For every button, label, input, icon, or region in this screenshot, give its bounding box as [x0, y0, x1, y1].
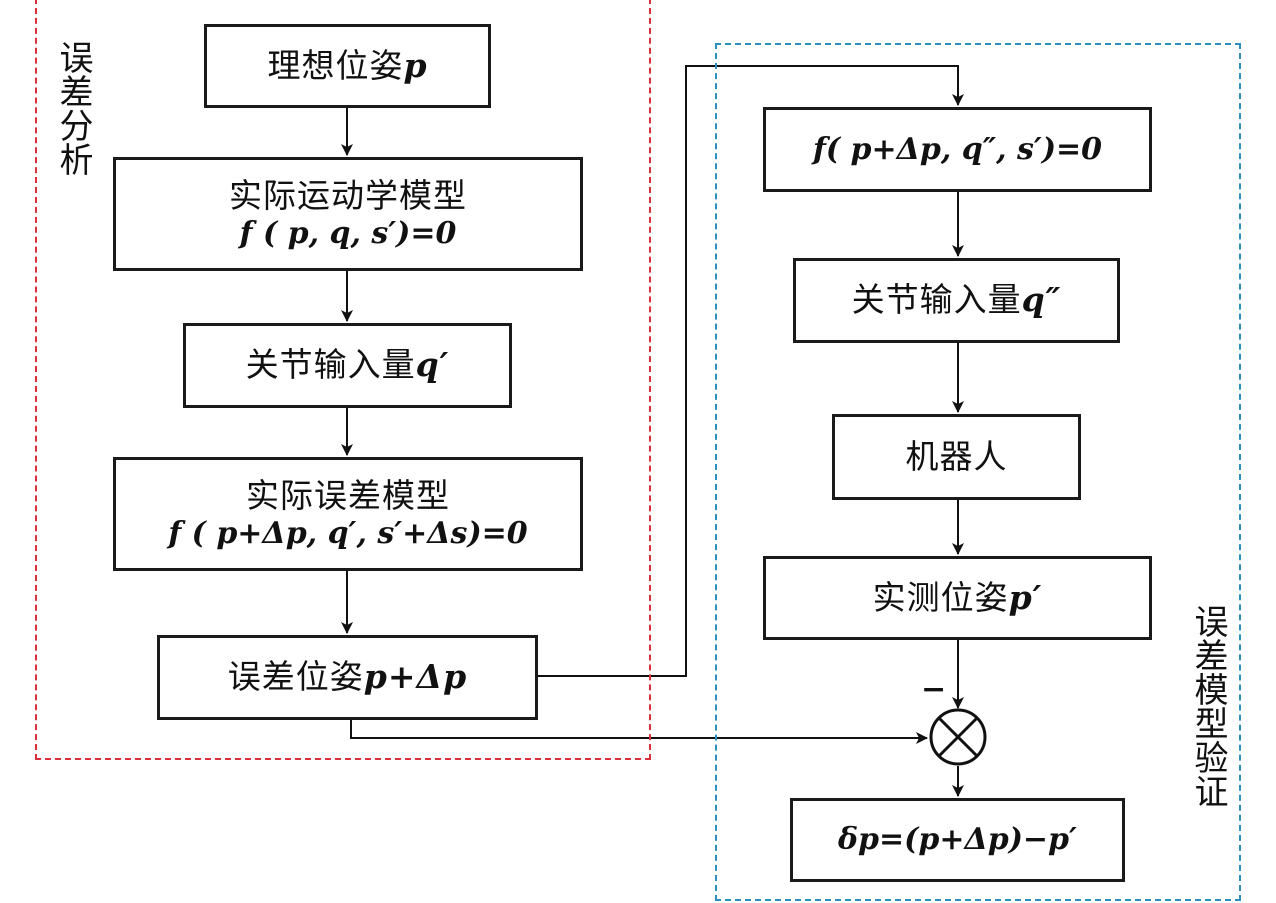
error-pose-symbol: p+Δp [363, 657, 468, 697]
actual-error-model-title: 实际误差模型 [246, 475, 450, 515]
result-formula: δp=(p+Δp)−p′ [838, 822, 1077, 858]
joint-input-box-right: 关节输入量q″ [793, 258, 1120, 343]
robot-text: 机器人 [905, 436, 1008, 476]
error-pose-box: 误差位姿p+Δp [157, 635, 538, 720]
joint-input-text-right: 关节输入量 [851, 280, 1022, 320]
error-model-validation-region [715, 43, 1241, 901]
actual-kinematic-model-title: 实际运动学模型 [229, 175, 467, 215]
actual-error-model-box: 实际误差模型 f ( p+Δp, q′, s′+Δs)=0 [113, 457, 583, 571]
error-model-validation-label: 误差模型验证 [1188, 604, 1228, 808]
joint-input-box-left: 关节输入量q′ [183, 323, 512, 408]
robot-box: 机器人 [832, 414, 1081, 500]
measured-pose-box: 实测位姿p′ [763, 556, 1152, 640]
measured-pose-symbol: p′ [1008, 577, 1043, 617]
actual-error-model-formula: f ( p+Δp, q′, s′+Δs)=0 [168, 515, 528, 551]
error-analysis-label: 误差分析 [53, 40, 93, 176]
error-pose-text: 误差位姿 [227, 657, 364, 697]
validation-equation-formula: f( p+Δp, q″, s′)=0 [812, 131, 1103, 167]
joint-input-symbol-right: q″ [1021, 280, 1062, 320]
error-analysis-region [35, 0, 651, 760]
ideal-pose-text: 理想位姿 [267, 45, 404, 85]
actual-kinematic-model-formula: f ( p, q, s′)=0 [239, 215, 457, 251]
joint-input-symbol-left: q′ [415, 345, 450, 385]
measured-pose-text: 实测位姿 [872, 577, 1009, 617]
ideal-pose-symbol: p [403, 45, 428, 85]
actual-kinematic-model-box: 实际运动学模型 f ( p, q, s′)=0 [113, 157, 583, 271]
result-box: δp=(p+Δp)−p′ [790, 798, 1125, 882]
joint-input-text-left: 关节输入量 [245, 345, 416, 385]
arrow-error-pose-to-sum [350, 720, 928, 744]
validation-equation-box: f( p+Δp, q″, s′)=0 [763, 107, 1152, 192]
subtraction-sign: − [921, 672, 947, 707]
arrow-error-pose-to-equation [538, 65, 964, 677]
ideal-pose-box: 理想位姿p [204, 24, 491, 108]
summing-junction-icon [929, 708, 987, 766]
